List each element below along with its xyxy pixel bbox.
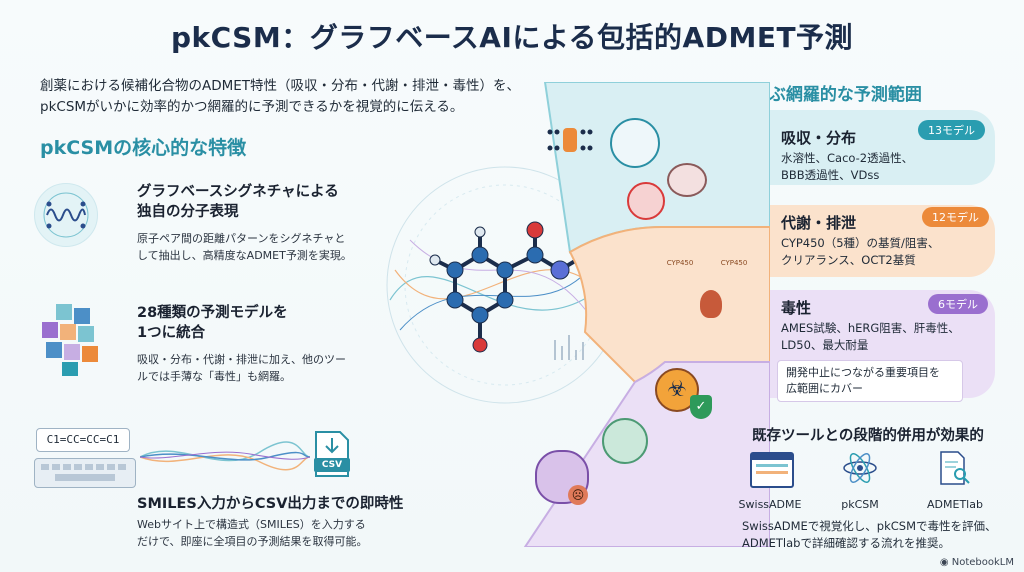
intro-line-1: 創薬における候補化合物のADMET特性（吸収・分布・代謝・排泄・毒性）を、 [40,78,521,94]
intro-text: 創薬における候補化合物のADMET特性（吸収・分布・代謝・排泄・毒性）を、 pk… [40,76,540,118]
tools-desc-line2: ADMETlabで詳細確認する流れを推奨。 [742,536,950,550]
cyp450-icon-1: CYP450 [666,259,694,267]
feature-1-title-line1: グラフベースシグネチャによる [137,184,339,200]
toxicity-callout-line1: 開発中止につながる重要項目を [786,366,940,379]
data-flow-lines [139,432,311,482]
feature-3-title: SMILES入力からCSV出力までの即時性 [137,496,404,512]
cubes-icon [34,300,114,380]
category-metabolism-title: 代謝・排泄 [781,214,857,232]
brain-icon [667,163,707,197]
feature-1-desc-line2: して抽出し、高精度なADMET予測を実現。 [137,249,352,262]
feature-3-desc-line1: Webサイト上で構造式（SMILES）を入力する [137,518,366,531]
tools-heading: 既存ツールとの段階的併用が効果的 [752,428,984,444]
category-toxicity-badge: 6モデル [928,294,988,314]
intro-line-2: pkCSMがいかに効率的かつ網羅的に予測できるかを視覚的に伝える。 [40,99,464,115]
csv-file-icon: CSV [312,430,352,480]
notebooklm-logo-icon: ◉ [939,557,952,568]
category-metabolism-badge: 12モデル [922,207,989,227]
category-absorption-title: 吸収・分布 [781,129,857,147]
category-metabolism-desc: CYP450（5種）の基質/阻害、 クリアランス、OCT2基質 [781,235,939,269]
smiles-example: C1=CC=CC=C1 [36,428,130,452]
feature-2: 28種類の予測モデルを 1つに統合 吸収・分布・代謝・排泄に加え、他のツー ルで… [137,303,377,385]
csv-label: CSV [321,460,343,470]
browser-window-icon [750,452,794,488]
shield-check-icon: ✓ [690,395,712,419]
feature-2-desc-line1: 吸収・分布・代謝・排泄に加え、他のツー [137,353,346,366]
document-search-icon [938,450,972,486]
tools-description: SwissADMEで視覚化し、pkCSMで毒性を評価、 ADMETlabで詳細確… [742,518,1012,552]
category-metabolism-desc-line1: CYP450（5種）の基質/阻害、 [781,236,940,250]
kidney-icon [700,290,722,318]
feature-3-desc-line2: だけで、即座に全項目の予測結果を取得可能。 [137,535,368,548]
toxicity-callout-line2: 広範囲にカバー [786,382,863,395]
category-toxicity-desc: AMES試験、hERG阻害、肝毒性、 LD50、最大耐量 [781,320,960,354]
cell-icon [610,118,660,168]
feature-1-title-line2: 独自の分子表現 [137,204,239,220]
wave-network-icon [34,183,98,247]
category-metabolism-desc-line2: クリアランス、OCT2基質 [781,253,916,267]
feature-2-title-line2: 1つに統合 [137,325,206,341]
category-absorption-desc-line1: 水溶性、Caco-2透過性、 [781,151,914,165]
tool-label-pkcsm: pkCSM [841,498,879,511]
toxicity-callout: 開発中止につながる重要項目を 広範囲にカバー [777,360,963,402]
features-heading: pkCSMの核心的な特徴 [40,137,247,159]
footer-label: NotebookLM [951,557,1014,568]
feature-2-title-line1: 28種類の予測モデルを [137,305,288,321]
molecule-illustration [380,160,630,410]
feature-1-desc-line1: 原子ペア間の距離パターンをシグネチャと [137,232,346,245]
tool-label-admetlab: ADMETlab [927,498,983,511]
tool-label-swissadme: SwissADME [738,498,802,511]
notebooklm-badge: ◉ NotebookLM [940,557,1014,568]
category-toxicity-desc-line2: LD50、最大耐量 [781,338,869,352]
category-absorption-desc-line2: BBB透過性、VDss [781,168,880,182]
keyboard-icon [34,458,136,488]
stomach-icon [627,182,665,220]
category-absorption-badge: 13モデル [918,120,985,140]
sad-face-icon: ☹ [568,485,588,505]
cyp450-icon-2: CYP450 [720,259,748,267]
category-toxicity-desc-line1: AMES試験、hERG阻害、肝毒性、 [781,321,960,335]
feature-3: SMILES入力からCSV出力までの即時性 Webサイト上で構造式（SMILES… [137,494,417,550]
healthy-cell-icon [602,418,648,464]
atom-icon [842,450,878,486]
page-title: pkCSM：グラフベースAIによる包括的ADMET予測 [170,21,854,54]
tools-desc-line1: SwissADMEで視覚化し、pkCSMで毒性を評価、 [742,519,997,533]
category-toxicity-title: 毒性 [781,299,812,317]
membrane-icon [545,120,595,160]
feature-2-desc-line2: ルでは手薄な「毒性」も網羅。 [137,370,291,383]
feature-1: グラフベースシグネチャによる 独自の分子表現 原子ペア間の距離パターンをシグネチ… [137,182,377,264]
category-absorption-desc: 水溶性、Caco-2透過性、 BBB透過性、VDss [781,150,913,184]
